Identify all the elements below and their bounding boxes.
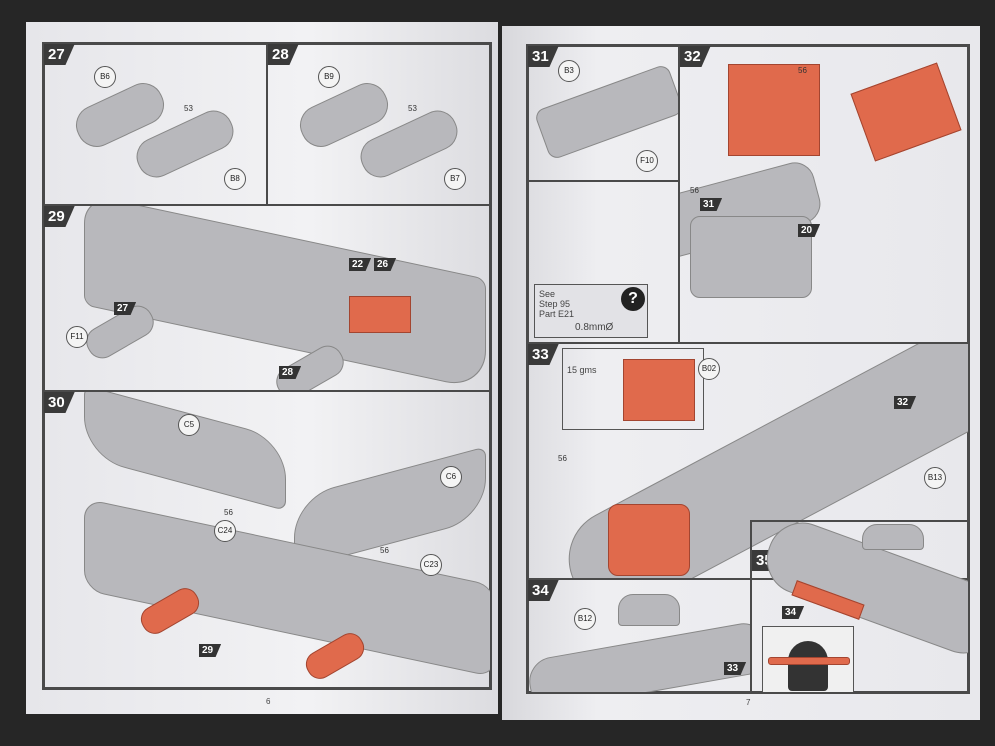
step-ref: 22 bbox=[349, 258, 372, 271]
part-callout: F10 bbox=[636, 150, 658, 172]
step-ref: 34 bbox=[782, 606, 805, 619]
part-callout: C23 bbox=[420, 554, 442, 576]
cockpit-part bbox=[728, 64, 820, 156]
step-34: 34 B12 33 bbox=[526, 578, 752, 694]
canopy-part bbox=[618, 594, 680, 626]
part-callout: C6 bbox=[440, 466, 462, 488]
part-label: 56 bbox=[224, 508, 233, 517]
part-callout: B02 bbox=[698, 358, 720, 380]
part-callout: B7 bbox=[444, 168, 466, 190]
page-number: 7 bbox=[746, 698, 751, 707]
part-callout: F11 bbox=[66, 326, 88, 348]
step-ref: 26 bbox=[374, 258, 397, 271]
step-number: 33 bbox=[528, 344, 559, 365]
step-ref: 20 bbox=[798, 224, 821, 237]
part-callout: B3 bbox=[558, 60, 580, 82]
drill-size: 0.8mmØ bbox=[575, 322, 614, 333]
step-ref: 28 bbox=[279, 366, 302, 379]
left-page: 27 B6 B8 53 28 B9 B7 53 29 F11 27 22 26 … bbox=[26, 22, 498, 714]
page-number: 6 bbox=[266, 697, 271, 706]
wing-upper-part bbox=[84, 392, 286, 512]
note-text: See bbox=[539, 289, 556, 299]
canopy-part bbox=[862, 524, 924, 550]
step-number: 34 bbox=[528, 580, 559, 601]
step-28: 28 B9 B7 53 bbox=[266, 42, 492, 206]
step-number: 28 bbox=[268, 44, 299, 65]
step-32: 32 56 56 31 20 bbox=[678, 44, 970, 344]
drill-note-box: See Step 95 Part E21 0.8mmØ ? bbox=[534, 284, 648, 338]
step-30: 30 C5 C24 C6 C23 56 56 29 bbox=[42, 390, 492, 690]
cockpit-part bbox=[608, 504, 690, 576]
part-label: 56 bbox=[380, 546, 389, 555]
note-text: Step 95 bbox=[539, 299, 571, 309]
front-view-inset bbox=[762, 626, 854, 692]
weight-label: 15 gms bbox=[567, 365, 597, 375]
cockpit-tub bbox=[690, 216, 812, 298]
cockpit-part bbox=[850, 62, 962, 162]
part-callout: B8 bbox=[224, 168, 246, 190]
canopy-rail bbox=[768, 657, 850, 665]
step-number: 31 bbox=[528, 46, 559, 67]
step-31: 31 B3 F10 bbox=[526, 44, 680, 182]
nose-weight-part bbox=[623, 359, 695, 421]
step-ref: 31 bbox=[700, 198, 723, 211]
step-number: 29 bbox=[44, 206, 75, 227]
part-callout: C24 bbox=[214, 520, 236, 542]
part-callout: B9 bbox=[318, 66, 340, 88]
part-label: 53 bbox=[408, 104, 417, 113]
step-29: 29 F11 27 22 26 28 bbox=[42, 204, 492, 392]
step-ref: 27 bbox=[114, 302, 137, 315]
part-label: 53 bbox=[184, 104, 193, 113]
part-label: 56 bbox=[798, 66, 807, 75]
fuselage-half bbox=[533, 63, 678, 161]
step-35: 35 34 bbox=[750, 520, 970, 694]
step-ref: 29 bbox=[199, 644, 222, 657]
part-label: 56 bbox=[558, 454, 567, 463]
weight-inset: 15 gms bbox=[562, 348, 704, 430]
step-number: 30 bbox=[44, 392, 75, 413]
part-callout: B6 bbox=[94, 66, 116, 88]
wing-lower-part bbox=[84, 206, 486, 390]
step-number: 27 bbox=[44, 44, 75, 65]
right-page: 31 B3 F10 32 56 56 31 20 See Step 95 Par… bbox=[502, 26, 980, 720]
step-ref: 32 bbox=[894, 396, 917, 409]
step-27: 27 B6 B8 53 bbox=[42, 42, 268, 206]
step-number: 32 bbox=[680, 46, 711, 67]
step-ref: 33 bbox=[724, 662, 747, 675]
part-callout: B12 bbox=[574, 608, 596, 630]
question-icon: ? bbox=[621, 287, 645, 311]
note-text: Part E21 bbox=[539, 309, 575, 319]
part-callout: B13 bbox=[924, 467, 946, 489]
part-callout: C5 bbox=[178, 414, 200, 436]
fuselage bbox=[528, 619, 750, 692]
bay-part bbox=[349, 296, 411, 333]
part-label: 56 bbox=[690, 186, 699, 195]
seat-view bbox=[788, 641, 828, 691]
